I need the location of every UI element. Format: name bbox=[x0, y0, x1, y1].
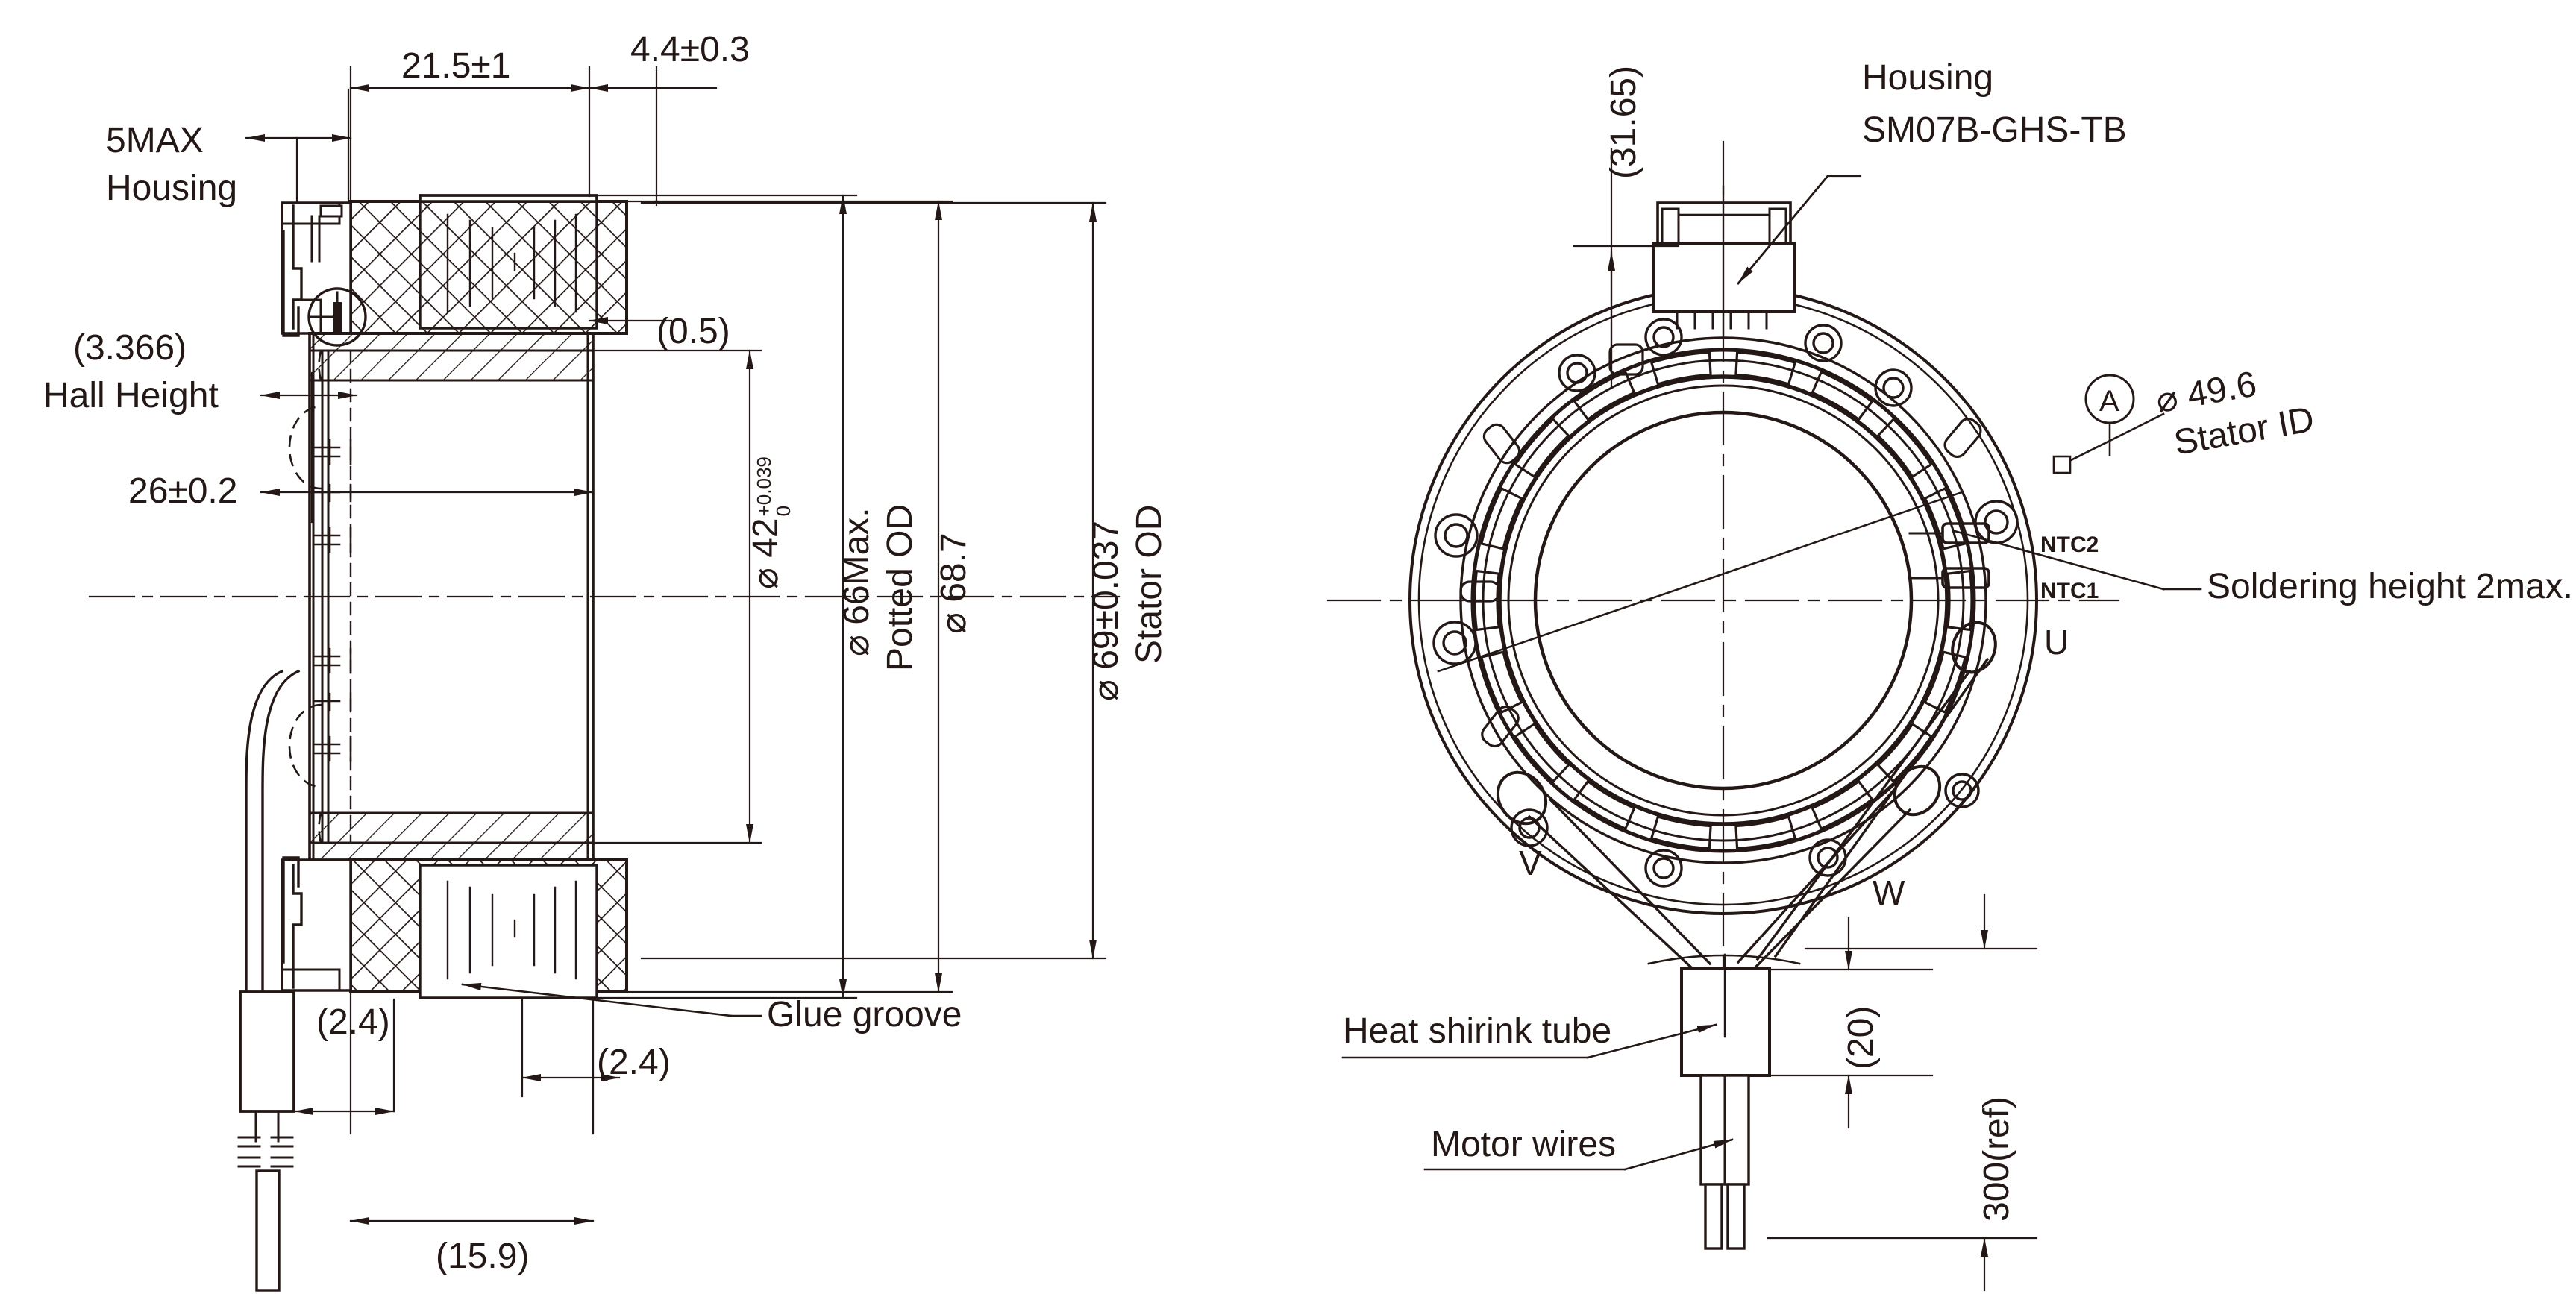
label-dim-2-4-left: (2.4) bbox=[316, 1002, 390, 1042]
stator-winding-segment bbox=[1734, 351, 1797, 386]
label-dim-2-4-right: (2.4) bbox=[597, 1043, 671, 1082]
stator-winding-segment bbox=[1811, 370, 1874, 421]
label-terminal-u: U bbox=[2044, 623, 2069, 662]
label-dia-69-line1: ⌀ 69±0.037 bbox=[1086, 521, 1126, 701]
label-dia-68-7: ⌀ 68.7 bbox=[934, 533, 974, 634]
stator-winding-segment bbox=[1649, 351, 1712, 386]
label-hall-height-value: (3.366) bbox=[73, 328, 187, 368]
tolerance-lower: 0 bbox=[771, 505, 795, 517]
label-terminal-w: W bbox=[1873, 873, 1905, 912]
label-dim-31-65: (31.65) bbox=[1604, 66, 1644, 179]
label-datum-a: A bbox=[2099, 385, 2119, 418]
label-ntc2: NTC2 bbox=[2040, 533, 2099, 557]
stator-winding-segment bbox=[1734, 815, 1797, 850]
label-heat-shrink-tube: Heat shirink tube bbox=[1343, 1011, 1612, 1051]
stator-winding-segment bbox=[1876, 417, 1933, 479]
stator-winding-segment bbox=[1573, 779, 1636, 831]
stator-winding-segment bbox=[1514, 417, 1570, 479]
label-dim-300-ref-value: 300(ref) bbox=[1977, 1096, 2016, 1222]
label-dia-69-value: ⌀ 69±0.037 bbox=[1086, 520, 1126, 701]
label-dim-21-5: 21.5±1 bbox=[401, 46, 511, 86]
label-motor-wires: Motor wires bbox=[1431, 1125, 1617, 1164]
label-dia-66-line1: ⌀ 66Max. bbox=[837, 507, 877, 656]
label-dia-68-7-value: ⌀ 68.7 bbox=[934, 533, 974, 634]
label-dim-20: (20) bbox=[1841, 1006, 1881, 1070]
label-ntc1: NTC1 bbox=[2040, 579, 2099, 603]
stator-winding-segment bbox=[1514, 722, 1570, 784]
label-soldering-height: Soldering height 2max. bbox=[2207, 567, 2573, 606]
label-housing-part-number: SM07B-GHS-TB bbox=[1862, 110, 2127, 150]
label-dia-42: ⌀ 42 bbox=[746, 518, 786, 589]
stator-winding-segment bbox=[1946, 569, 1973, 632]
label-housing-line1: Housing bbox=[1862, 58, 1994, 98]
label-dim-15-9: (15.9) bbox=[436, 1237, 530, 1276]
label-dim-26: 26±0.2 bbox=[128, 471, 238, 511]
label-dim-20-value: (20) bbox=[1841, 1005, 1881, 1070]
stator-winding-segment bbox=[1573, 370, 1636, 421]
label-dia-69-line2: Stator OD bbox=[1129, 505, 1170, 664]
label-dim-31-65-value: (31.65) bbox=[1604, 65, 1643, 179]
label-dim-0-5: (0.5) bbox=[656, 312, 730, 351]
label-dia-66-line2: Potted OD bbox=[880, 504, 921, 671]
stator-winding-segment bbox=[1923, 650, 1967, 714]
label-5max-housing-line1: 5MAX bbox=[106, 121, 204, 160]
label-dim-4-4: 4.4±0.3 bbox=[630, 30, 750, 69]
label-dia-66-value: ⌀ 66Max. bbox=[837, 507, 877, 656]
label-dim-300-ref: 300(ref) bbox=[1977, 1096, 2017, 1222]
label-potted-od: Potted OD bbox=[880, 503, 920, 671]
stator-winding-segment bbox=[1811, 779, 1874, 831]
label-hall-height-text: Hall Height bbox=[43, 376, 219, 415]
label-glue-groove: Glue groove bbox=[767, 995, 962, 1034]
label-terminal-v: V bbox=[1519, 844, 1542, 882]
stator-winding-segment bbox=[1479, 486, 1523, 550]
tolerance-upper: +0.039 bbox=[752, 456, 775, 517]
stator-winding-segment bbox=[1649, 815, 1712, 850]
label-stator-od: Stator OD bbox=[1129, 504, 1169, 664]
stator-winding-segment bbox=[1473, 569, 1500, 632]
label-5max-housing-line2: Housing bbox=[106, 169, 238, 208]
